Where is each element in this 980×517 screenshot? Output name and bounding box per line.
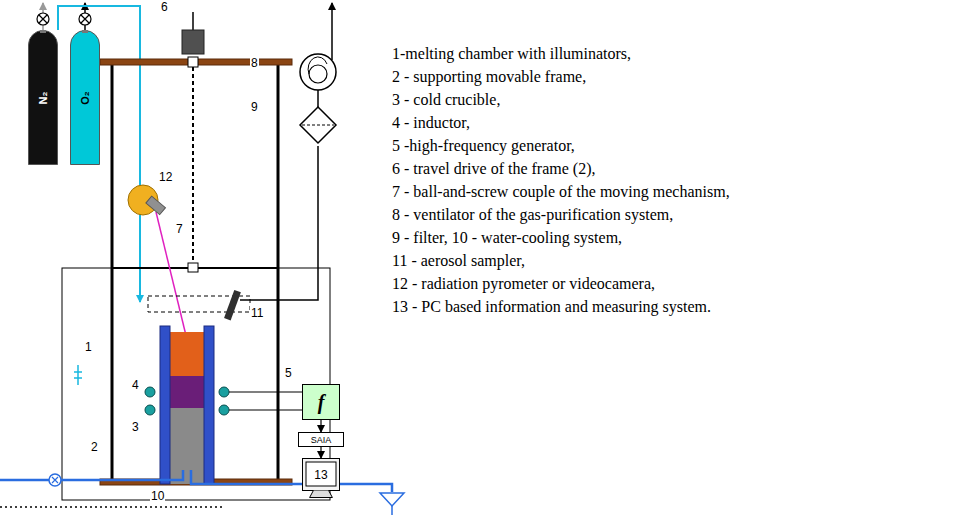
legend-list-item: 9 - filter, 10 - water-cooling system, (392, 228, 622, 247)
legend-list-item: 11 - aerosol sampler, (392, 251, 525, 270)
callout-number: 2 (90, 440, 99, 454)
legend-list-item: 5 -high-frequency generator, (392, 136, 575, 155)
callout-number: 12 (158, 170, 173, 184)
node-text: f (318, 391, 325, 414)
callout-number: 5 (284, 366, 293, 380)
legend-list-item: 13 - PC based information and measuring … (392, 297, 711, 316)
gas-cylinder: N₂ (28, 30, 58, 165)
pc-monitor: 13 (302, 458, 340, 498)
signal-arrow (320, 420, 321, 432)
callout-number: 7 (175, 222, 184, 236)
legend-list-item: 4 - inductor, (392, 113, 470, 132)
callout-number: 6 (160, 0, 169, 14)
legend-list-item: 3 - cold crucible, (392, 90, 500, 109)
node-text: SAIA (311, 435, 332, 445)
generator-box: f (302, 384, 340, 420)
legend-list-item: 2 - supporting movable frame, (392, 67, 586, 86)
callout-number: 4 (131, 378, 140, 392)
node-text: O₂ (79, 91, 91, 104)
legend-list-item: 8 - ventilator of the gas-purification s… (392, 205, 673, 224)
signal-arrow (320, 447, 321, 458)
gas-cylinder: O₂ (70, 30, 100, 165)
callout-number: 10 (150, 489, 165, 503)
callout-number: 11 (250, 306, 264, 320)
legend-list-item: 1-melting chamber with illuminators, (392, 44, 631, 63)
node-text: N₂ (37, 91, 49, 104)
controller-box: SAIA (298, 432, 344, 447)
legend-list-item: 7 - ball-and-screw couple of the moving … (392, 182, 730, 201)
callout-number: 1 (84, 340, 93, 354)
callout-number: 3 (131, 420, 140, 434)
callout-number: 8 (250, 56, 259, 70)
node-text: 13 (314, 468, 327, 482)
legend-list-item: 12 - radiation pyrometer or videocamera, (392, 274, 655, 293)
legend-list-item: 6 - travel drive of the frame (2), (392, 159, 595, 178)
callout-number: 9 (250, 100, 259, 114)
